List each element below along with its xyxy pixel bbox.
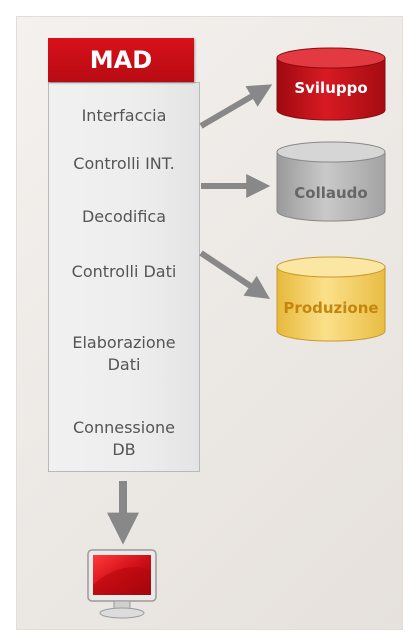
produzione-cylinder	[276, 256, 386, 342]
sviluppo-label: Sviluppo	[294, 79, 368, 97]
monitor-icon	[87, 549, 157, 619]
mad-title: MAD	[48, 38, 194, 82]
arrow-to-sviluppo	[199, 84, 273, 129]
mad-item-controlli-int: Controlli INT.	[73, 154, 175, 173]
mad-item-controlli-dati: Controlli Dati	[71, 262, 177, 281]
mad-component-list	[48, 82, 200, 472]
sviluppo-cylinder	[276, 47, 386, 121]
mad-item-elaborazione-dati: Elaborazione Dati	[72, 333, 176, 374]
mad-item-decodifica: Decodifica	[81, 207, 167, 226]
produzione-label: Produzione	[283, 299, 379, 317]
mad-item-interfaccia: Interfaccia	[81, 106, 167, 125]
mad-item-connessione-db: Connessione DB	[73, 418, 175, 459]
arrow-to-produzione	[199, 250, 270, 299]
collaudo-label: Collaudo	[294, 184, 368, 202]
collaudo-cylinder	[276, 141, 386, 222]
